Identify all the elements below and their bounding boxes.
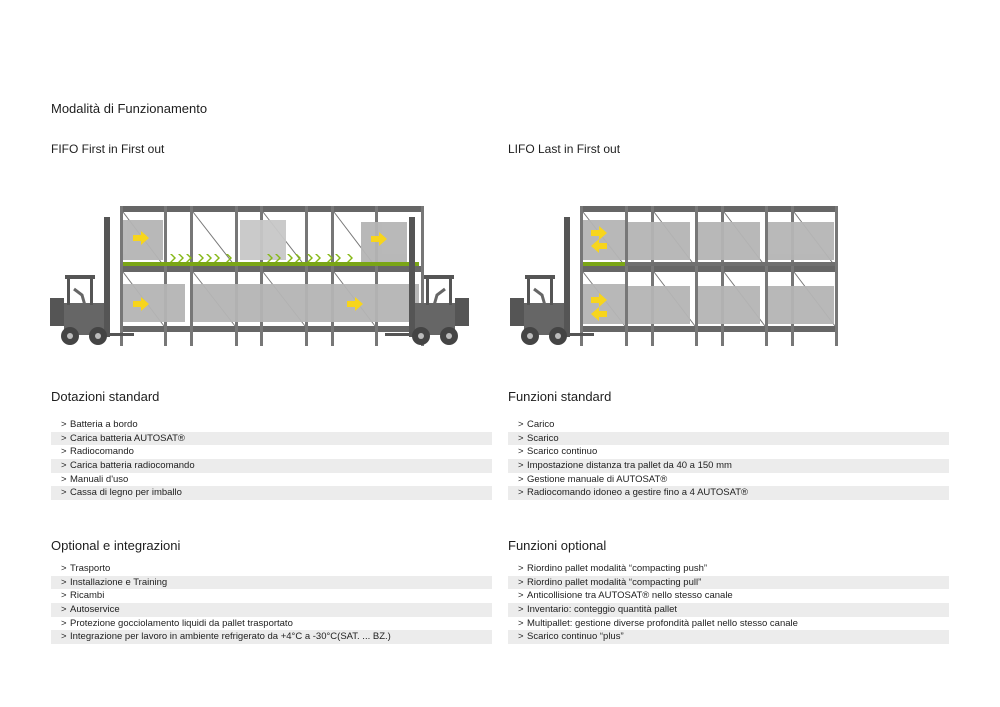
list-item: >Multipallet: gestione diverse profondit… xyxy=(518,617,798,629)
list-item: >Inventario: conteggio quantità pallet xyxy=(508,603,949,617)
list-item: >Integrazione per lavoro in ambiente ref… xyxy=(51,630,492,645)
list-item: >Scarico continuo xyxy=(518,446,598,458)
lifo-pallets xyxy=(583,220,834,324)
list-item: >Anticollisione tra AUTOSAT® nello stess… xyxy=(518,590,733,602)
lifo-title: LIFO Last in First out xyxy=(508,142,621,156)
list-item: >Carica batteria radiocomando xyxy=(51,459,492,473)
lifo-diagram xyxy=(508,206,838,347)
list-item: >Carico xyxy=(518,419,555,430)
list-item: >Manuali d'uso xyxy=(61,473,129,485)
list-item: >Gestione manuale di AUTOSAT® xyxy=(518,473,668,485)
fifo-diagram xyxy=(48,206,471,347)
list-item: >Autoservice xyxy=(51,603,492,617)
list-item: >Scarico continuo “plus” xyxy=(508,630,949,645)
funzioni-optional-list: >Riordino pallet modalità “compacting pu… xyxy=(508,562,949,645)
page-title: Modalità di Funzionamento xyxy=(51,101,208,116)
fifo-title: FIFO First in First out xyxy=(51,142,165,156)
list-item: >Radiocomando idoneo a gestire fino a 4 … xyxy=(508,486,949,501)
dotazioni-standard-title: Dotazioni standard xyxy=(51,389,160,404)
list-item: >Installazione e Training xyxy=(51,575,492,590)
list-item: >Trasporto xyxy=(61,563,111,574)
funzioni-standard-title: Funzioni standard xyxy=(508,389,612,404)
list-item: >Cassa di legno per imballo xyxy=(51,486,492,501)
fifo-rail xyxy=(123,254,419,266)
list-item: >Radiocomando xyxy=(61,446,134,458)
list-item: >Ricambi xyxy=(61,590,105,602)
lifo-rail xyxy=(583,262,835,266)
list-item: >Scarico xyxy=(508,431,949,446)
dotazioni-standard-list: >Batteria a bordo >Carica batteria AUTOS… xyxy=(51,418,492,501)
list-item: >Impostazione distanza tra pallet da 40 … xyxy=(508,459,949,473)
funzioni-standard-list: >Carico >Scarico >Scarico continuo >Impo… xyxy=(508,418,949,501)
optional-integrazioni-list: >Trasporto >Installazione e Training >Ri… xyxy=(51,562,492,645)
list-item: >Riordino pallet modalità “compacting pu… xyxy=(508,575,949,590)
funzioni-optional-title: Funzioni optional xyxy=(508,538,607,553)
optional-integrazioni-title: Optional e integrazioni xyxy=(51,538,181,553)
list-item: >Batteria a bordo xyxy=(61,419,138,430)
list-item: >Carica batteria AUTOSAT® xyxy=(51,431,492,446)
list-item: >Protezione gocciolamento liquidi da pal… xyxy=(61,617,293,629)
list-item: >Riordino pallet modalità “compacting pu… xyxy=(518,563,708,574)
